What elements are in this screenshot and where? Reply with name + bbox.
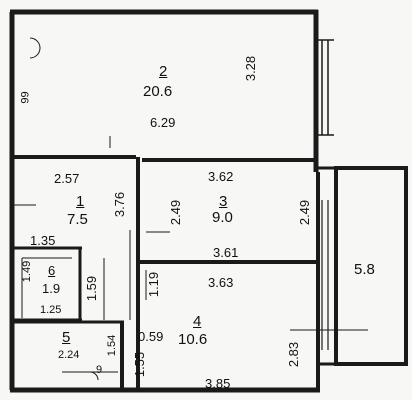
balcony-area: 5.8 [354,261,375,278]
room-4-width-top: 3.63 [208,275,234,290]
room-4-dim-lower-left: 1.55 [132,351,148,378]
room-1-number: 1 [76,193,85,210]
room-2-mark: 99 [19,91,32,104]
room-3-depth-right: 2.49 [297,199,313,226]
room-2-area: 20.6 [143,83,173,100]
exterior-walls [9,9,320,393]
room-6-number: 6 [48,263,56,278]
room-3-depth-left: 2.49 [168,199,184,226]
room-2-depth: 3.28 [243,55,259,82]
window-right-upper [316,39,334,136]
room-5-mark: 9 [96,364,103,376]
room-3-area: 9.0 [212,209,233,226]
room-5-area: 2.24 [58,349,80,361]
room-1-extra: 1.35 [30,233,56,248]
room-5-dim-right: 1.54 [106,334,119,357]
room-2-width: 6.29 [150,115,176,130]
room-6-area: 1.9 [42,281,61,296]
room-6-dim-left: 1.49 [21,260,34,283]
room-1-depth: 3.76 [112,191,128,218]
room-4-area: 10.6 [178,331,208,348]
room-6-dim-bottom: 1.25 [40,304,62,316]
room-1-width: 2.57 [54,171,80,186]
room-6-dim-right: 1.59 [84,275,100,302]
room-2-number: 2 [159,63,168,80]
room-4-number: 4 [193,313,202,330]
room-4-dim-left: 1.19 [146,271,162,298]
room-4-dim-small: 0.59 [138,329,164,344]
room-3-number: 3 [219,193,228,210]
room-4-width-bottom: 3.85 [205,376,231,391]
room-4-depth-right: 2.83 [286,341,302,368]
interior-walls [12,37,316,390]
room-3-width-bottom: 3.61 [213,245,239,260]
room-3-width-top: 3.62 [208,169,234,184]
balcony-outline [290,166,408,366]
room-1-area: 7.5 [67,211,88,228]
room-5-number: 5 [62,329,71,346]
